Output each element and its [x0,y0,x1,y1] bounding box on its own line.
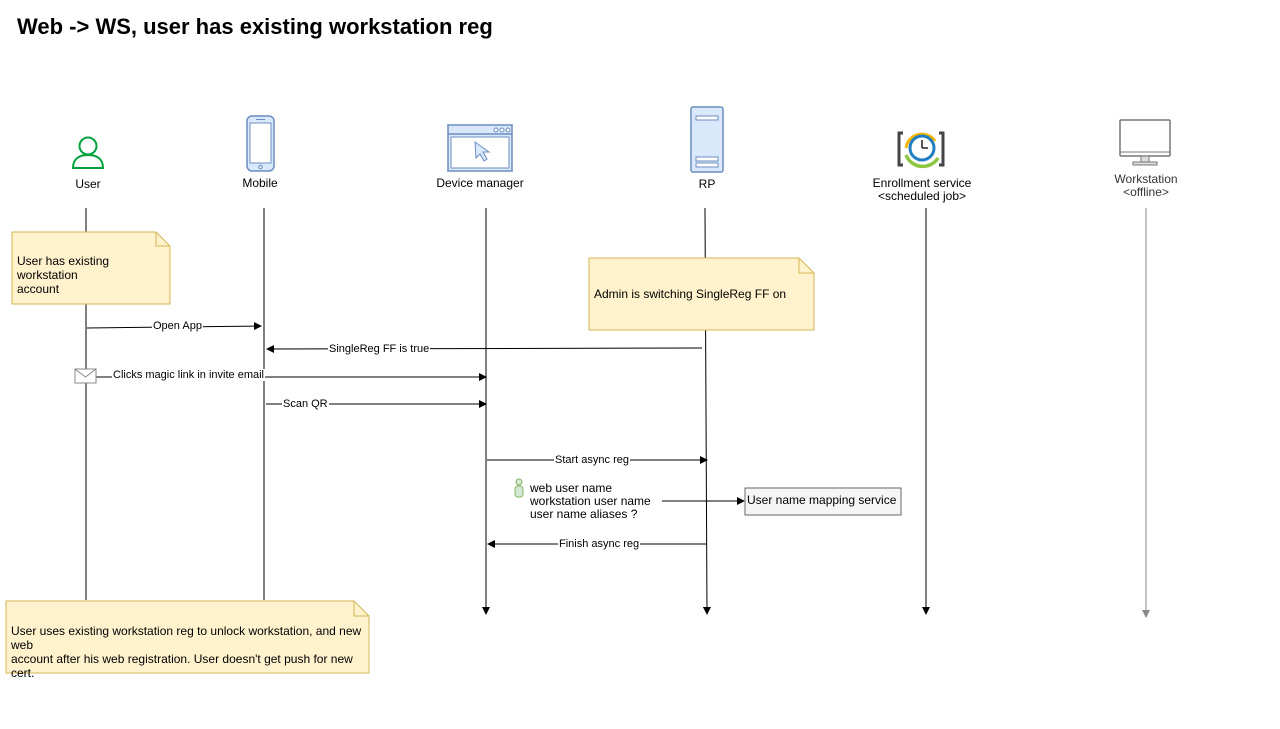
mapping-info-line-1: web user name [530,481,613,495]
mapping-info-line-2: workstation user name [530,494,651,508]
note-existing-account-shape [11,231,171,305]
envelope-icon [74,368,97,384]
msg-magic-link: Clicks magic link in invite email [112,369,265,381]
note-conclusion-shape [5,600,370,674]
actor-device-manager-name: Device manager [436,176,524,190]
browser-window-icon [447,124,513,172]
note-conclusion: User uses existing workstation reg to un… [11,624,362,680]
mapping-service-box [744,487,902,516]
mobile-phone-icon [246,115,275,172]
actor-workstation-sub: <offline> [1123,185,1169,199]
page-title: Web -> WS, user has existing workstation… [17,14,493,39]
mapping-service-label: User name mapping service [747,493,897,507]
actor-label-rp: RP [699,178,716,191]
note-existing-account: User has existing workstation account [17,254,110,296]
mapping-info: web user name workstation user name user… [530,482,651,521]
person-icon [514,478,524,498]
actor-label-mobile: Mobile [242,177,277,190]
msg-finish-async: Finish async reg [558,538,641,550]
actor-user-name: User [75,177,101,191]
mapping-info-line-3: user name aliases ? [530,507,638,521]
msg-open-app: Open App [152,320,203,332]
msg-scan-qr: Scan QR [282,398,329,410]
scheduled-clock-icon [897,131,945,169]
actor-label-device-manager: Device manager [436,177,523,190]
actor-rp-name: RP [698,177,716,191]
actor-label-user: User [75,178,100,191]
actor-label-workstation: Workstation <offline> [1114,173,1177,199]
actor-workstation-name: Workstation [1114,172,1178,186]
note-admin-switch: Admin is switching SingleReg FF on [594,287,787,301]
msg-start-async: Start async reg [554,454,630,466]
actor-enrollment-name: Enrollment service [872,176,972,190]
monitor-icon [1119,119,1171,166]
msg-singlereg-true: SingleReg FF is true [328,343,431,355]
user-icon [71,136,105,169]
actor-mobile-name: Mobile [242,176,278,190]
server-icon [690,106,724,173]
actor-enrollment-sub: <scheduled job> [877,189,967,203]
note-admin-switch-shape [588,257,815,331]
actor-label-enrollment: Enrollment service <scheduled job> [873,177,972,203]
